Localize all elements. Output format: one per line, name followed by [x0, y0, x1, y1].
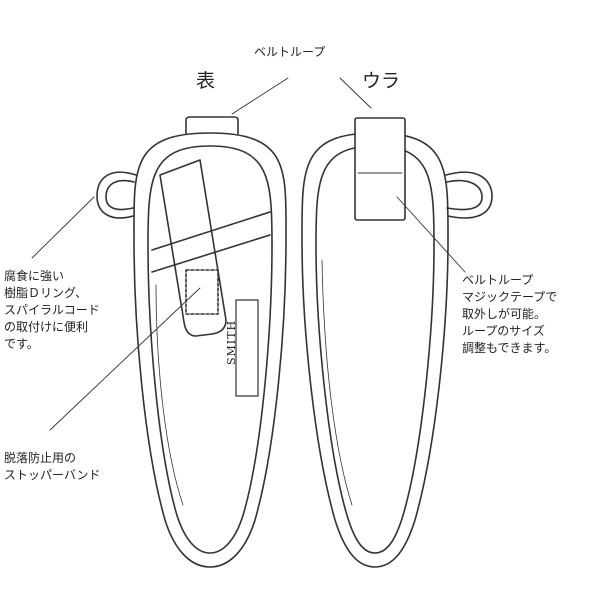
- back-outer-outline: [301, 132, 449, 568]
- label-back: ウラ: [362, 70, 401, 92]
- label-stopper-note: 脱落防止用の ストッパーバンド: [4, 451, 101, 482]
- leader-belt-loop-front: [231, 77, 289, 115]
- label-d-ring-note: 腐食に強い 樹脂Ｄリング、 スパイラルコード の取付けに便利 です。: [4, 269, 100, 351]
- brand-text: SMITH: [225, 319, 238, 365]
- leader-lines: [31, 77, 466, 431]
- leader-belt-loop-back: [339, 77, 372, 109]
- back-belt-loop: [354, 117, 406, 221]
- leader-d-ring: [31, 196, 95, 259]
- label-belt-loop-note: ベルトループ マジックテープで 取外しが可能。 ループのサイズ 調整もできます。: [462, 273, 558, 355]
- front-belt-loop-tab: [185, 116, 239, 135]
- front-seam-line: [155, 284, 184, 506]
- front-stopper-strap: [159, 159, 227, 337]
- back-d-ring-inner: [446, 179, 483, 211]
- leader-stopper: [49, 287, 201, 431]
- back-seam-line: [321, 259, 353, 506]
- front-inner-outline: [147, 145, 273, 554]
- back-inner-outline: [315, 145, 435, 554]
- back-holder: [301, 117, 493, 568]
- front-d-ring: [96, 171, 137, 219]
- label-belt-loop-top: ベルトループ: [254, 45, 326, 59]
- front-diagonal-band: [151, 211, 271, 273]
- front-outer-outline: [133, 132, 287, 568]
- brand-tag: [235, 299, 259, 397]
- label-front: 表: [196, 70, 216, 92]
- front-velcro-patch: [185, 269, 219, 315]
- back-d-ring: [445, 171, 493, 219]
- front-d-ring-inner: [105, 179, 135, 211]
- front-holder: [96, 116, 287, 568]
- leader-belt-loop-velcro: [396, 196, 466, 273]
